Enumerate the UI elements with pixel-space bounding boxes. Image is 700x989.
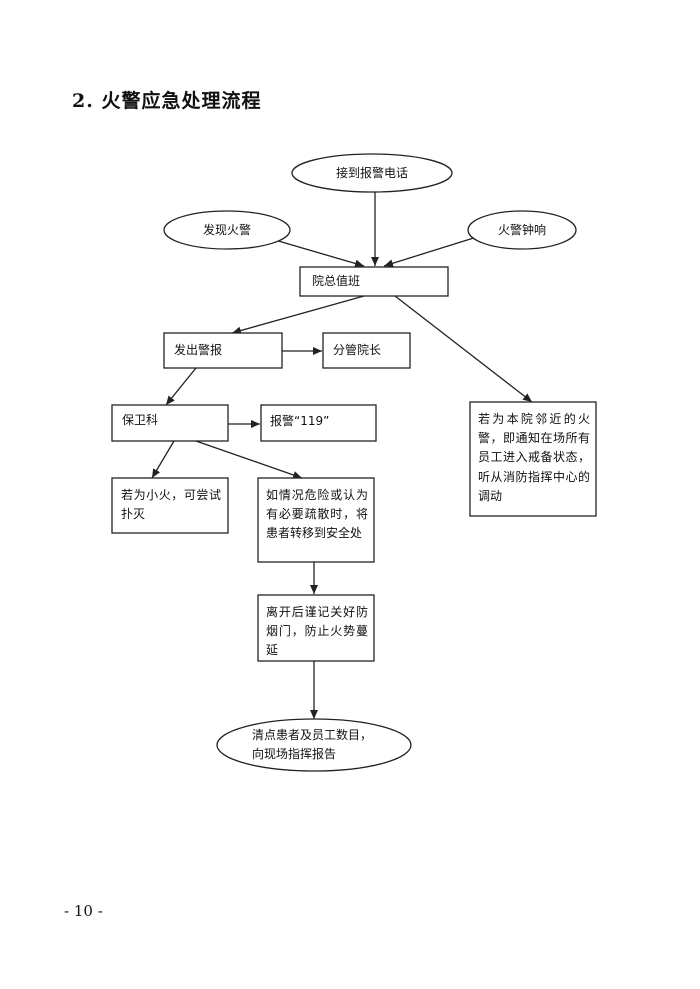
node-issue-alarm-shape (163, 332, 283, 369)
edge-security-to-smallfire (151, 440, 175, 479)
node-headcount-shape (216, 718, 412, 772)
node-call-119-shape (260, 404, 377, 442)
node-small-fire-shape (111, 477, 229, 534)
page-number: - 10 - (64, 902, 103, 920)
node-receive-call-shape (291, 153, 453, 193)
edge-security-to-evacuate (195, 440, 303, 479)
page-title: 2. 火警应急处理流程 (72, 90, 262, 112)
node-discover-fire-shape (163, 210, 291, 250)
node-headcount-label: 清点患者及员工数目，向现场指挥报告 (252, 728, 373, 762)
node-call-119-label: 报警“119” (270, 414, 330, 428)
edge-bell-to-duty (383, 235, 481, 268)
node-alarm-bell-label: 火警钟响 (497, 223, 546, 237)
node-duty-office-shape (299, 266, 449, 297)
node-close-doors-label: 离开后谨记关好防烟门，防止火势蔓延 (266, 605, 368, 658)
edge-duty-to-neighbor (394, 295, 533, 403)
node-security-label: 保卫科 (122, 413, 159, 427)
node-vice-president-shape (322, 332, 411, 369)
node-discover-fire-label: 发现火警 (202, 223, 251, 237)
edge-alarm-to-security (165, 367, 197, 406)
node-security-shape (111, 404, 229, 442)
node-neighbor-shape (469, 401, 597, 517)
node-duty-office-label: 院总值班 (312, 274, 361, 288)
node-close-doors-shape (257, 594, 375, 662)
node-evacuate-shape (257, 477, 375, 563)
node-evacuate-label: 如情况危险或认为有必要疏散时，将患者转移到安全处 (266, 488, 368, 541)
node-neighbor-label: 若为本院邻近的火警，即通知在场所有员工进入戒备状态，听从消防指挥中心的调动 (478, 412, 590, 503)
node-alarm-bell-shape (467, 210, 577, 250)
edge-discover-to-duty (267, 237, 365, 268)
node-small-fire-label: 若为小火，可尝试扑灭 (121, 488, 221, 522)
node-vice-president-label: 分管院长 (333, 343, 382, 357)
node-issue-alarm-label: 发出警报 (174, 343, 223, 357)
node-receive-call-label: 接到报警电话 (335, 166, 408, 180)
edge-duty-to-alarm (231, 295, 365, 335)
